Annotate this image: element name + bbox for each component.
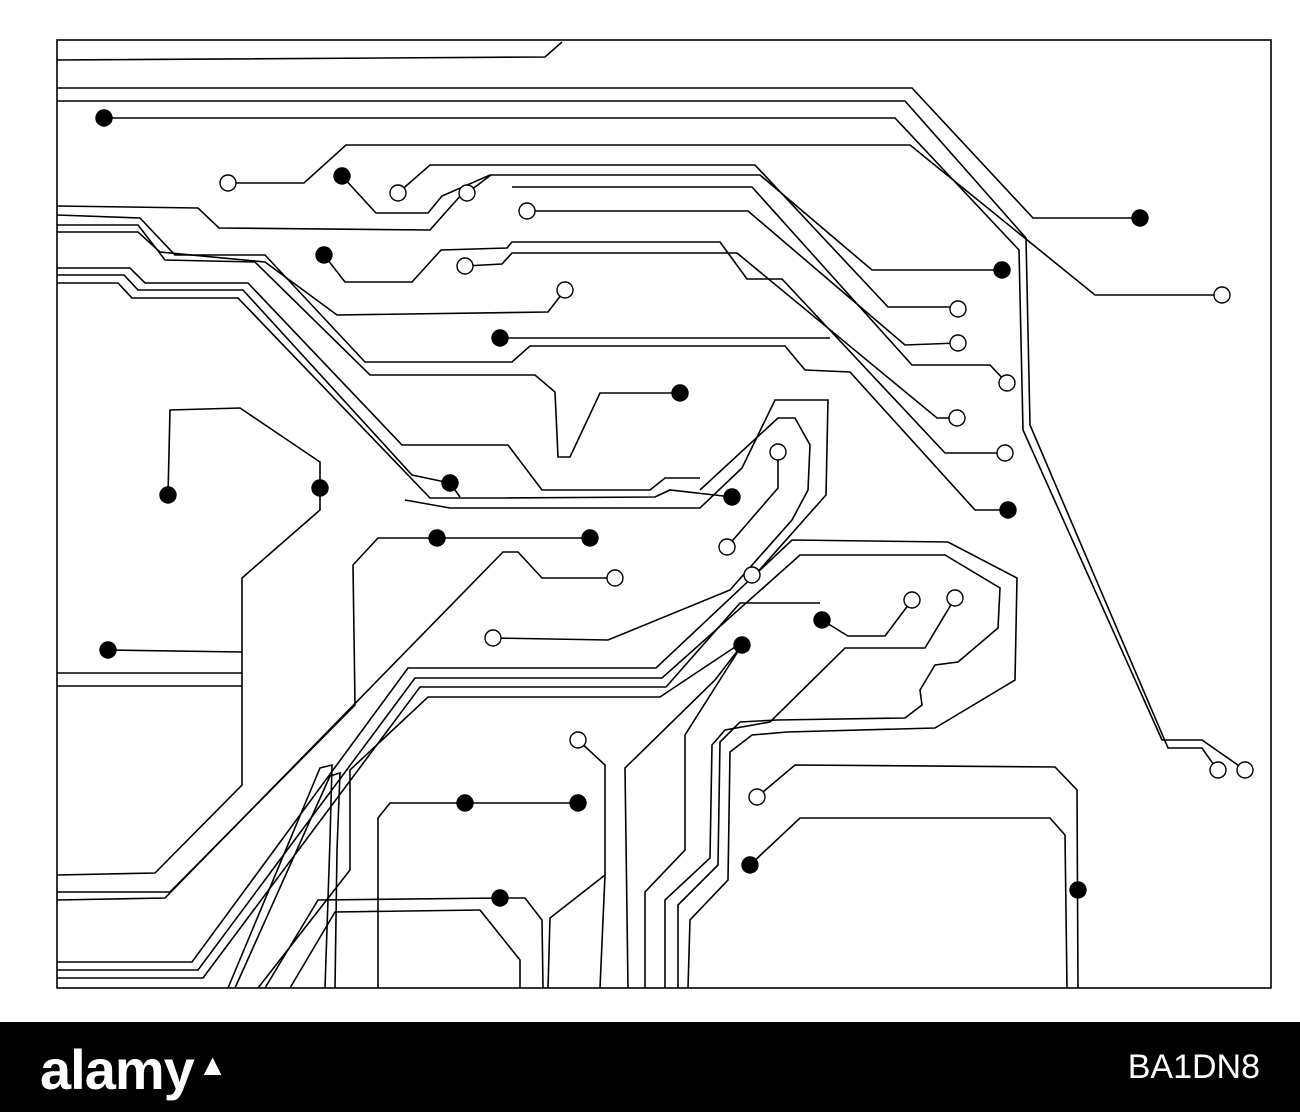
trace [57, 282, 733, 499]
trace [500, 897, 544, 989]
solder-pad [315, 246, 333, 264]
trace [479, 909, 521, 988]
via-hole [743, 566, 761, 584]
trace [289, 909, 481, 989]
via-hole [1236, 761, 1254, 779]
trace [624, 644, 743, 989]
via-hole [769, 443, 787, 461]
via-hole [949, 300, 967, 318]
trace [234, 771, 341, 989]
trace [492, 417, 811, 641]
image-id-label: BA1DN8 [1127, 1048, 1260, 1086]
solder-pad [813, 611, 831, 629]
solder-pad [441, 474, 459, 492]
trace [464, 252, 957, 419]
trace [56, 407, 321, 876]
trace [56, 192, 464, 231]
via-hole [1209, 761, 1227, 779]
trace [547, 874, 606, 989]
via-hole [606, 569, 624, 587]
trace [56, 214, 1008, 511]
trace [577, 739, 606, 989]
trace [57, 602, 820, 979]
via-hole [518, 202, 536, 220]
trace [57, 539, 1018, 989]
via-hole [458, 184, 476, 202]
trace [57, 231, 566, 316]
solder-pad [993, 261, 1011, 279]
trace [397, 164, 958, 308]
solder-pad [723, 488, 741, 506]
solder-pad [581, 529, 599, 547]
trace [756, 764, 1079, 989]
via-hole [996, 444, 1014, 462]
solder-pad [456, 794, 474, 812]
trace [664, 597, 956, 988]
watermark-banner: alamy▲ BA1DN8 [0, 1022, 1300, 1112]
trace [227, 763, 333, 989]
solder-pad [428, 529, 446, 547]
solder-pad [333, 167, 351, 185]
logo-text: alamy [40, 1038, 195, 1101]
trace [726, 452, 779, 548]
trace [56, 551, 615, 901]
trace [512, 186, 1008, 384]
trace [57, 537, 437, 893]
solder-pad [1131, 209, 1149, 227]
solder-pad [159, 486, 177, 504]
via-hole [219, 174, 237, 192]
solder-pad [491, 329, 509, 347]
via-hole [389, 184, 407, 202]
solder-pad [95, 109, 113, 127]
trace [104, 117, 1246, 771]
circuit-traces [56, 41, 1246, 989]
trace [57, 554, 1001, 988]
via-hole [484, 629, 502, 647]
via-hole [748, 788, 766, 806]
via-hole [948, 409, 966, 427]
via-hole [569, 731, 587, 749]
trace [821, 599, 913, 637]
solder-pad [733, 636, 751, 654]
via-hole [556, 281, 574, 299]
solder-pad [1069, 881, 1087, 899]
trace [264, 897, 501, 989]
solder-pad [671, 384, 689, 402]
solder-pad [741, 856, 759, 874]
solder-pad [491, 889, 509, 907]
via-hole [998, 374, 1016, 392]
via-hole [949, 334, 967, 352]
via-hole [1213, 286, 1231, 304]
circuit-board-drawing [56, 39, 1272, 989]
solder-pads-open [219, 174, 1254, 806]
solder-pads-filled [95, 109, 1149, 907]
solder-pad [99, 641, 117, 659]
solder-pad [569, 794, 587, 812]
trace [527, 210, 959, 346]
trace [257, 644, 739, 989]
trace [57, 267, 700, 491]
trace [323, 241, 1005, 454]
trace [377, 802, 465, 988]
alamy-logo: alamy▲ [40, 1026, 227, 1110]
trace [57, 87, 1140, 219]
solder-pad [311, 479, 329, 497]
via-hole [718, 538, 736, 556]
via-hole [456, 257, 474, 275]
solder-pad [999, 501, 1017, 519]
trace [57, 224, 680, 458]
trace [56, 41, 563, 61]
logo-mark-icon: ▲ [197, 1049, 228, 1082]
trace [107, 649, 243, 653]
trace [404, 399, 829, 576]
via-hole [946, 589, 964, 607]
trace [749, 817, 1068, 989]
trace [228, 144, 1222, 296]
trace [644, 644, 743, 988]
circuit-board-illustration [56, 39, 1272, 989]
trace [57, 100, 1217, 769]
via-hole [903, 591, 921, 609]
trace [57, 274, 451, 484]
